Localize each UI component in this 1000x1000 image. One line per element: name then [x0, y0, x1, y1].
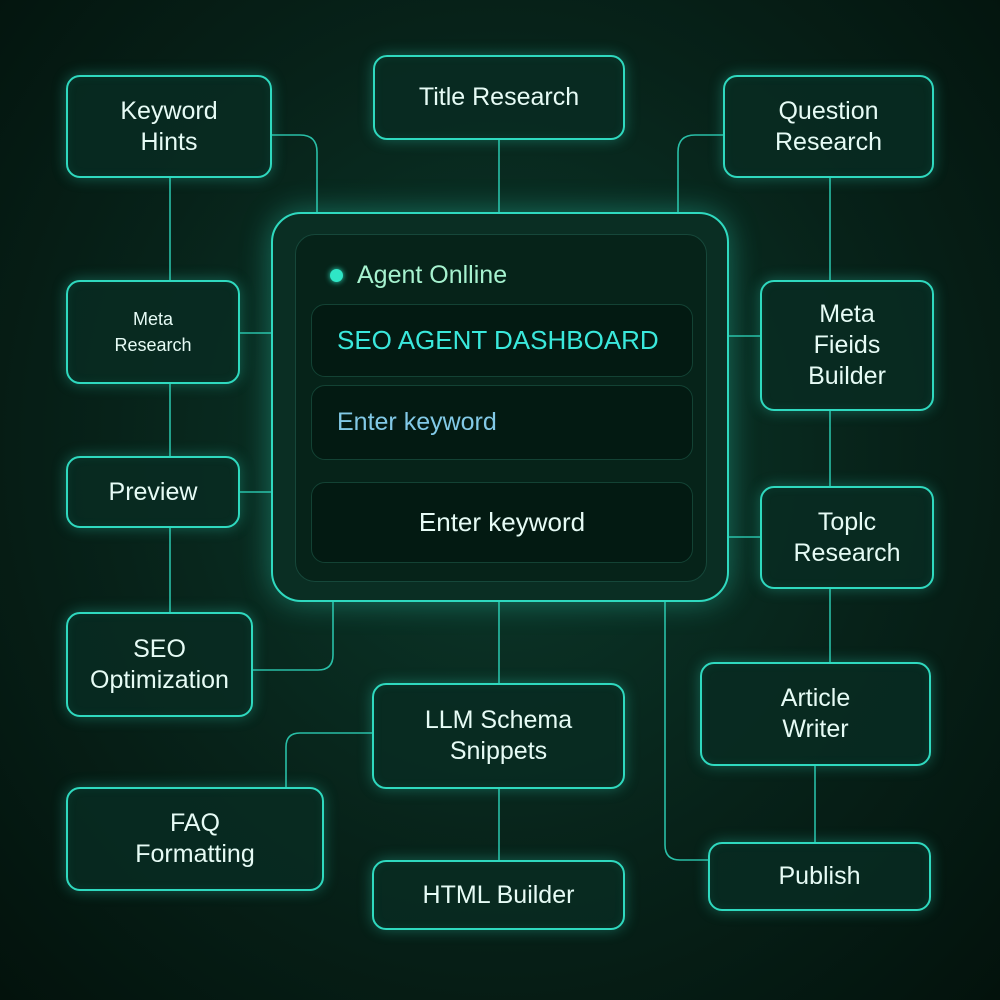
- dashboard-inner-card: Agent Onlline SEO AGENT DASHBOARD Enter …: [295, 234, 707, 582]
- node-label: Publish: [778, 862, 861, 890]
- agent-status: Agent Onlline: [330, 261, 507, 290]
- keyword-input[interactable]: Enter keyword: [311, 385, 693, 460]
- keyword-input-placeholder: Enter keyword: [337, 408, 497, 436]
- node-keyword-hints[interactable]: Keyword Hints: [66, 75, 272, 178]
- node-label: HTML Builder: [422, 880, 575, 909]
- node-label: LLM Schema Snippets: [424, 706, 573, 765]
- node-seo-optimization[interactable]: SEO Optimization: [66, 612, 253, 717]
- node-label: Meta Research: [114, 309, 192, 355]
- link-keyword-hints: [272, 134, 318, 212]
- dashboard-title-bar: SEO AGENT DASHBOARD: [311, 304, 693, 377]
- node-label: Keyword Hints: [120, 96, 218, 156]
- enter-keyword-button[interactable]: Enter keyword: [311, 482, 693, 563]
- node-faq-formatting[interactable]: FAQ Formatting: [66, 787, 324, 891]
- node-label: Article Writer: [780, 684, 851, 743]
- node-html-builder[interactable]: HTML Builder: [372, 860, 625, 930]
- node-topic-research[interactable]: Toplc Research: [760, 486, 934, 589]
- node-preview[interactable]: Preview: [66, 456, 240, 528]
- dashboard-title: SEO AGENT DASHBOARD: [337, 325, 659, 355]
- node-label: FAQ Formatting: [135, 809, 255, 868]
- link-seo-opt: [253, 602, 334, 671]
- link-question: [677, 134, 723, 212]
- node-label: Question Research: [775, 96, 882, 156]
- seo-agent-dashboard-panel: Agent Onlline SEO AGENT DASHBOARD Enter …: [271, 212, 729, 602]
- node-publish[interactable]: Publish: [708, 842, 931, 911]
- node-label: Toplc Research: [793, 507, 901, 567]
- node-title-research[interactable]: Title Research: [373, 55, 625, 140]
- node-label: Title Research: [418, 83, 580, 111]
- node-label: Preview: [108, 477, 198, 506]
- online-dot-icon: [330, 269, 343, 282]
- node-question-research[interactable]: Question Research: [723, 75, 934, 178]
- node-article-writer[interactable]: Article Writer: [700, 662, 931, 766]
- node-meta-fields-builder[interactable]: Meta Fieids Builder: [760, 280, 934, 411]
- link-publish: [664, 602, 708, 861]
- agent-status-label: Agent Onlline: [357, 261, 508, 289]
- enter-keyword-button-label: Enter keyword: [418, 507, 586, 537]
- node-label: Meta Fieids Builder: [808, 300, 886, 390]
- node-label: SEO Optimization: [90, 634, 229, 694]
- node-llm-schema-snippets[interactable]: LLM Schema Snippets: [372, 683, 625, 789]
- link-llm-faq: [285, 732, 372, 787]
- node-meta-research[interactable]: Meta Research: [66, 280, 240, 384]
